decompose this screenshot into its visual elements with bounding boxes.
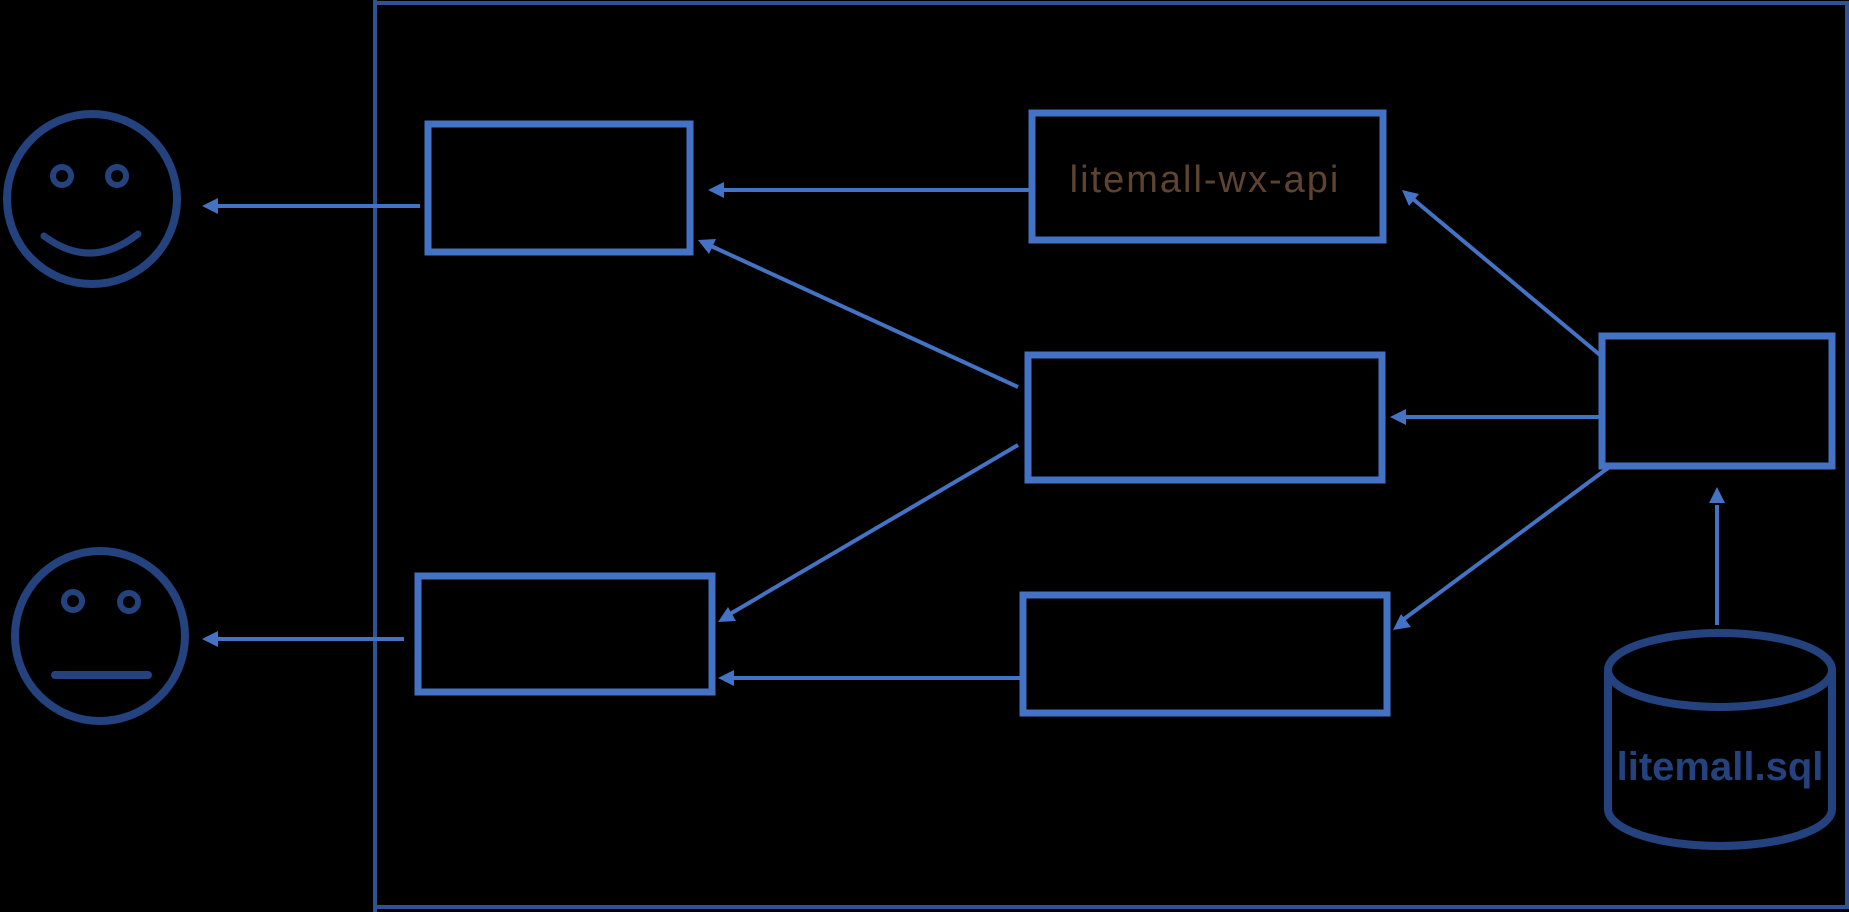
node-box-bottom-middle: [1019, 591, 1391, 717]
node-box-wx-api: [1028, 109, 1387, 244]
database-cylinder-icon: litemall.sql: [1604, 629, 1836, 850]
user-happy-icon: [3, 110, 181, 288]
system-boundary: [373, 0, 1849, 912]
node-box-top-left: [424, 120, 694, 256]
arrow-right-to-wxapi: [1402, 190, 1602, 357]
node-box-middle: [1024, 351, 1386, 484]
arrow-wxapi-to-topleft: [708, 182, 1030, 198]
arrow-db-to-right: [1709, 487, 1725, 625]
arrow-middle-to-bottomleft: [718, 443, 1020, 622]
node-box-bottom-left: [414, 572, 716, 696]
arrow-right-to-middle: [1390, 409, 1600, 425]
arrow-right-to-bottommiddle: [1393, 466, 1610, 630]
arrow-middle-to-topleft: [698, 239, 1019, 389]
node-box-right: [1598, 332, 1836, 470]
arrow-bottomleft-to-neutral-user: [202, 631, 404, 647]
arrow-topleft-to-happy-user: [202, 198, 420, 214]
arrow-bottommiddle-to-bottomleft: [718, 670, 1023, 686]
database-label: litemall.sql: [1617, 745, 1824, 789]
wx-api-label: litemall-wx-api: [1070, 159, 1341, 201]
user-neutral-icon: [11, 547, 189, 725]
